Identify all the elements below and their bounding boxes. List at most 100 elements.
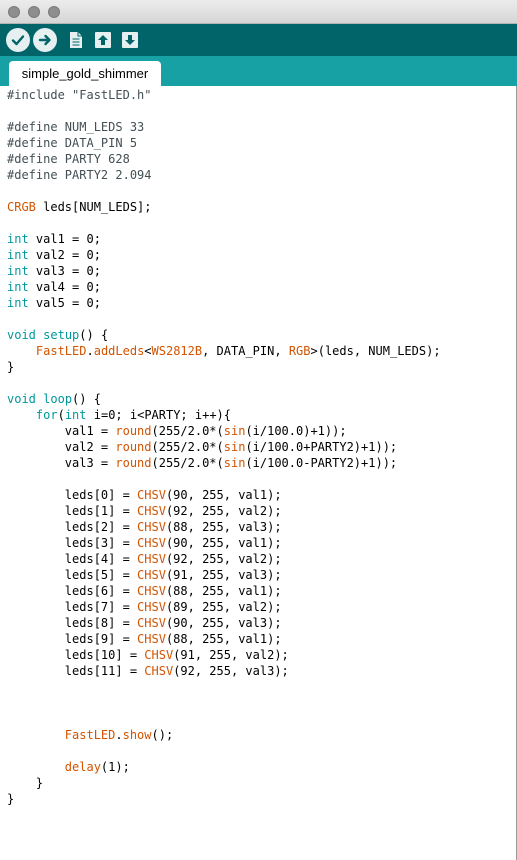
code-token: val1 =	[7, 424, 116, 438]
code-token: i=0; i<PARTY; i++){	[86, 408, 232, 422]
code-token: int	[64, 408, 87, 422]
zoom-window-dot[interactable]	[48, 6, 60, 18]
code-token: <	[144, 344, 152, 358]
check-icon	[11, 35, 25, 46]
code-text: #include "FastLED.h" #define NUM_LEDS 33…	[7, 87, 441, 807]
code-token: (92, 255, val2);	[165, 504, 282, 518]
code-line: #include "FastLED.h"	[7, 87, 441, 103]
code-token: CHSV	[137, 600, 166, 614]
code-line: void loop() {	[7, 391, 441, 407]
code-token: #include "FastLED.h"	[7, 88, 152, 102]
code-line	[7, 215, 441, 231]
code-token: FastLED	[64, 728, 116, 742]
code-token: int	[7, 280, 29, 294]
verify-button[interactable]	[6, 28, 30, 52]
code-token: delay	[64, 760, 101, 774]
code-line	[7, 711, 441, 727]
toolbar	[0, 24, 517, 56]
code-token: #define DATA_PIN 5	[7, 136, 138, 150]
code-token: sin	[223, 456, 246, 470]
code-line: leds[11] = CHSV(92, 255, val3);	[7, 663, 441, 679]
code-line: leds[0] = CHSV(90, 255, val1);	[7, 487, 441, 503]
arrow-up-icon	[95, 32, 111, 48]
code-token: val1 = 0;	[28, 232, 101, 246]
code-token: leds[NUM_LEDS];	[35, 200, 152, 214]
code-editor[interactable]: #include "FastLED.h" #define NUM_LEDS 33…	[0, 86, 517, 860]
code-token: int	[7, 232, 29, 246]
code-line	[7, 695, 441, 711]
code-line: leds[6] = CHSV(88, 255, val1);	[7, 583, 441, 599]
code-token: CHSV	[144, 648, 174, 662]
code-token: CHSV	[137, 488, 166, 502]
code-token: leds[7] =	[7, 600, 138, 614]
code-token: .	[86, 344, 94, 358]
code-line: int val1 = 0;	[7, 231, 441, 247]
code-line: for(int i=0; i<PARTY; i++){	[7, 407, 441, 423]
code-line	[7, 183, 441, 199]
code-token: val3 =	[7, 456, 116, 470]
code-line: }	[7, 791, 441, 807]
code-token: leds[11] =	[7, 664, 145, 678]
code-token: val2 =	[7, 440, 116, 454]
code-token: (i/100.0+PARTY2)+1));	[245, 440, 398, 454]
code-token	[7, 344, 36, 358]
upload-button[interactable]	[33, 28, 57, 52]
code-token: round	[115, 440, 152, 454]
code-line: leds[3] = CHSV(90, 255, val1);	[7, 535, 441, 551]
code-line: #define PARTY2 2.094	[7, 167, 441, 183]
code-token: int	[7, 248, 29, 262]
code-line: #define DATA_PIN 5	[7, 135, 441, 151]
code-token: (88, 255, val1);	[165, 584, 282, 598]
code-token: CRGB	[7, 200, 36, 214]
code-token: (88, 255, val1);	[165, 632, 282, 646]
code-token: CHSV	[137, 520, 166, 534]
code-line: int val4 = 0;	[7, 279, 441, 295]
code-token: for	[35, 408, 58, 422]
code-line: val3 = round(255/2.0*(sin(i/100.0-PARTY2…	[7, 455, 441, 471]
tab-sketch[interactable]: simple_gold_shimmer	[9, 61, 161, 86]
code-token: #define NUM_LEDS 33	[7, 120, 145, 134]
code-token: int	[7, 296, 29, 310]
code-token: CHSV	[137, 536, 166, 550]
save-button[interactable]	[118, 28, 142, 52]
code-line: CRGB leds[NUM_LEDS];	[7, 199, 441, 215]
minimize-window-dot[interactable]	[28, 6, 40, 18]
code-line: leds[8] = CHSV(90, 255, val3);	[7, 615, 441, 631]
code-token: round	[115, 424, 152, 438]
code-token: leds[5] =	[7, 568, 138, 582]
code-line: leds[5] = CHSV(91, 255, val3);	[7, 567, 441, 583]
code-line: }	[7, 775, 441, 791]
code-line: leds[1] = CHSV(92, 255, val2);	[7, 503, 441, 519]
code-token: leds[1] =	[7, 504, 138, 518]
code-line: #define NUM_LEDS 33	[7, 119, 441, 135]
code-token: leds[9] =	[7, 632, 138, 646]
code-token: () {	[72, 392, 101, 406]
open-button[interactable]	[91, 28, 115, 52]
close-window-dot[interactable]	[8, 6, 20, 18]
code-token: (91, 255, val2);	[173, 648, 289, 662]
tab-bar: simple_gold_shimmer	[0, 56, 517, 86]
new-button[interactable]	[64, 28, 88, 52]
code-token: #define PARTY2 2.094	[7, 168, 152, 182]
code-token: (i/100.0)+1));	[245, 424, 347, 438]
code-token: CHSV	[137, 616, 166, 630]
code-token: .	[115, 728, 123, 742]
code-token: leds[2] =	[7, 520, 138, 534]
code-token: (90, 255, val3);	[165, 616, 282, 630]
code-line	[7, 311, 441, 327]
code-line	[7, 471, 441, 487]
code-line: leds[2] = CHSV(88, 255, val3);	[7, 519, 441, 535]
code-token: CHSV	[137, 504, 166, 518]
code-token: CHSV	[144, 664, 174, 678]
code-token: leds[0] =	[7, 488, 138, 502]
tab-label: simple_gold_shimmer	[21, 66, 149, 81]
code-line	[7, 679, 441, 695]
code-line: #define PARTY 628	[7, 151, 441, 167]
code-token: addLeds	[93, 344, 145, 358]
code-line: leds[9] = CHSV(88, 255, val1);	[7, 631, 441, 647]
code-token: show	[122, 728, 152, 742]
code-token: int	[7, 264, 29, 278]
code-line	[7, 103, 441, 119]
code-token: CHSV	[137, 568, 166, 582]
code-line: leds[10] = CHSV(91, 255, val2);	[7, 647, 441, 663]
